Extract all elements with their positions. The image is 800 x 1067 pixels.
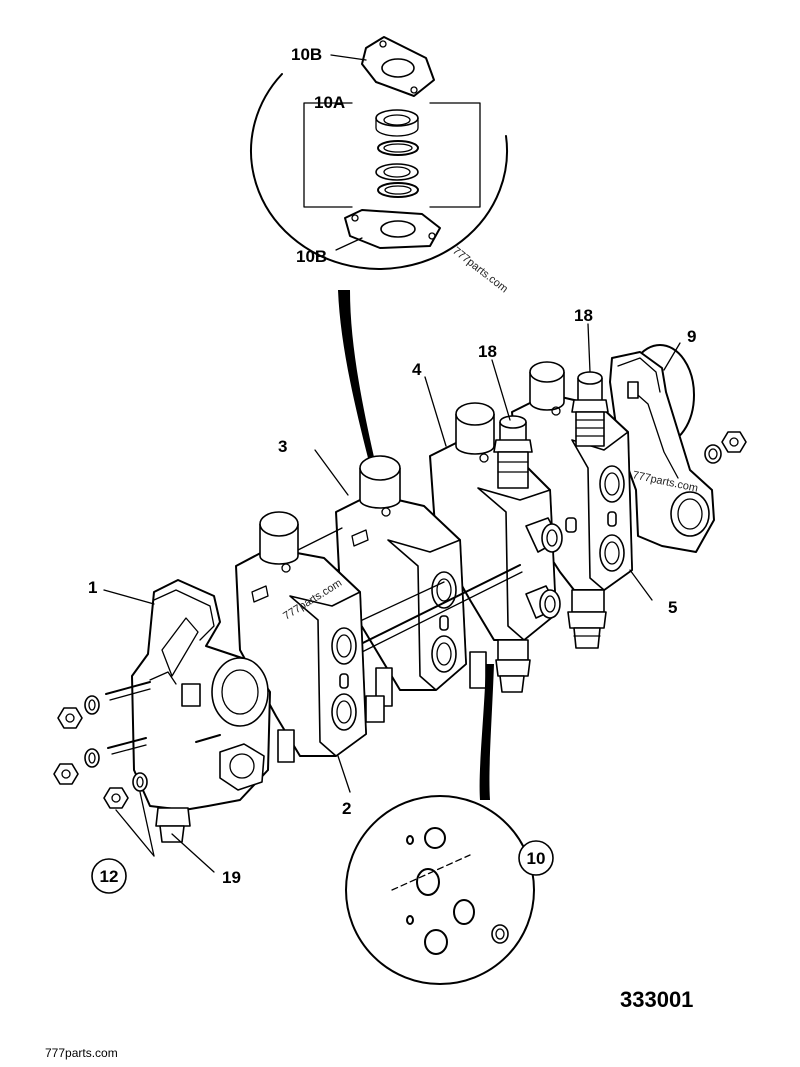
seal-ring-stack-10a — [375, 109, 419, 198]
washer-right — [704, 444, 722, 464]
label-9: 9 — [687, 327, 696, 346]
watermark-callout: 777parts.com — [450, 245, 510, 295]
relief-valve-18-right — [571, 371, 609, 447]
label-12: 12 — [100, 867, 119, 886]
label-18-left: 18 — [478, 342, 497, 361]
label-5: 5 — [668, 598, 677, 617]
relief-valve-18-left — [493, 415, 533, 489]
part-2-valve-section — [235, 511, 385, 793]
leader-2 — [337, 755, 351, 793]
part-1-inlet-cover — [53, 579, 271, 873]
label-10-circle — [518, 840, 554, 876]
label-10b-top: 10B — [291, 45, 322, 64]
leader-9 — [663, 342, 681, 371]
label-10a: 10A — [314, 93, 345, 112]
leader-18-right — [587, 323, 591, 373]
flange-10b-top — [361, 36, 435, 97]
label-4: 4 — [412, 360, 422, 379]
leader-3 — [314, 449, 349, 496]
label-19: 19 — [222, 868, 241, 887]
part-4-valve-section — [424, 323, 591, 693]
side-fitting-upper — [525, 517, 563, 553]
leader-5 — [629, 569, 653, 601]
leader-1 — [103, 589, 155, 605]
label-18-right: 18 — [574, 306, 593, 325]
detail-circle-top — [250, 73, 509, 270]
leader-18-left — [491, 359, 511, 421]
leader-12a — [115, 809, 155, 857]
bracket-10a-left — [303, 102, 353, 208]
leader-10b-top — [330, 54, 367, 61]
label-1: 1 — [88, 578, 97, 597]
label-3: 3 — [278, 437, 287, 456]
nut-right — [721, 431, 747, 453]
part-9-end-cover — [609, 342, 747, 553]
side-fitting-lower — [525, 585, 561, 619]
inlet-plug — [219, 743, 265, 791]
leader-19 — [171, 833, 215, 873]
drawing-number: 333001 — [620, 987, 693, 1012]
part-3-valve-section — [243, 449, 523, 707]
leader-top-detail — [338, 290, 374, 458]
flange-10b-bottom — [344, 209, 441, 249]
o-ring-kit-detail-callout — [345, 664, 535, 985]
studs — [105, 681, 221, 755]
leader-10b-bottom — [335, 237, 363, 251]
label-2: 2 — [342, 799, 351, 818]
bonded-washer — [491, 924, 509, 944]
leader-4 — [424, 376, 447, 447]
label-10: 10 — [527, 849, 546, 868]
label-12-circle — [91, 858, 127, 894]
nuts-and-washers-left — [53, 695, 148, 809]
detail-circle-bottom — [345, 795, 535, 985]
watermark-bottom-left: 777parts.com — [45, 1046, 118, 1060]
leader-12b — [139, 791, 155, 857]
leader-bottom-detail — [479, 664, 494, 800]
bracket-10a-right — [429, 102, 481, 208]
seal-kit-detail-callout — [250, 36, 509, 458]
label-10b-bottom: 10B — [296, 247, 327, 266]
